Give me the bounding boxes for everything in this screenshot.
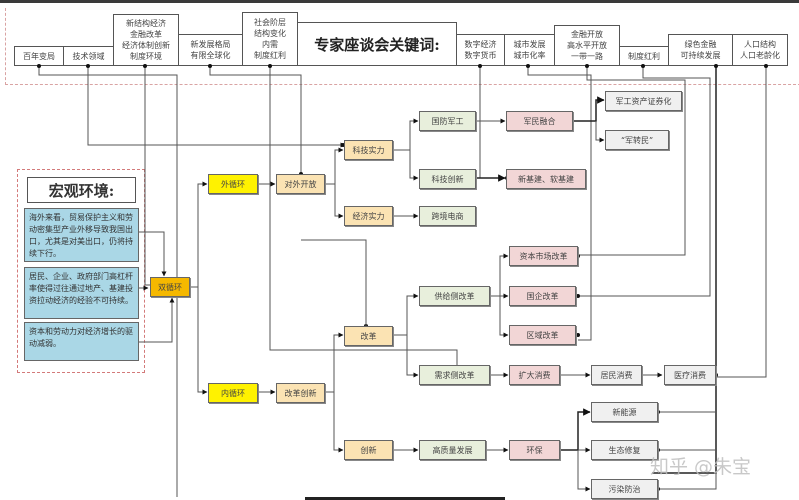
wire-macro-3	[139, 297, 175, 343]
node-chuangxin: 创新	[344, 440, 393, 460]
node-shengtai: 生态修复	[591, 440, 658, 460]
header-title: 专家座谈会关键词:	[297, 22, 457, 66]
node-huanbao: 环保	[509, 440, 560, 460]
node-jumin: 居民消费	[591, 365, 642, 385]
node-kuodaxiaofei: 扩大消费	[509, 365, 560, 385]
macro-item-leverage: 居民、企业、政府部门高杠杆率使得过往通过地产、基建投资拉动经济的经验不可持续。	[24, 267, 139, 319]
wire-ri-innov	[333, 392, 344, 453]
wire-env-split	[560, 408, 591, 451]
wire-renkou	[716, 66, 767, 378]
keyword-renkou: 人口结构 人口老龄化	[732, 34, 788, 66]
node-quyu: 区域改革	[509, 325, 576, 345]
wire-supply-split	[490, 253, 509, 297]
wire-cm-split	[573, 96, 605, 122]
node-gaige: 改革	[344, 326, 393, 346]
node-waixunhuan: 外循环	[208, 174, 258, 194]
node-xinnengyuan: 新能源	[591, 402, 658, 422]
node-zibenshichang: 资本市场改革	[509, 246, 578, 266]
wire-macro-1	[139, 231, 167, 277]
bottom-border	[305, 497, 505, 500]
keyword-region-border	[5, 8, 799, 85]
node-wuran: 污染防治	[591, 479, 658, 499]
wire-open-split	[325, 147, 344, 185]
node-gongjiice: 供给侧改革	[419, 286, 490, 306]
node-xuqiuce: 需求侧改革	[419, 365, 490, 385]
wire-reform-split	[393, 293, 419, 336]
macro-item-drivers: 资本和劳动力对经济增长的驱动减弱。	[24, 322, 139, 361]
wire-zhidu	[578, 66, 711, 297]
node-gaigechuangxin: 改革创新	[276, 383, 325, 403]
keyword-xinfazhan: 新发展格局 有限全球化	[178, 34, 243, 66]
junction-dots	[37, 64, 768, 491]
watermark: 知乎 @朱宝	[650, 456, 752, 478]
wire-supply-region	[499, 296, 509, 338]
wire-xinfazhan	[209, 66, 302, 174]
wire-reform-demand	[406, 335, 419, 378]
node-kejichuangxin: 科技创新	[419, 169, 476, 189]
macro-item-overseas: 海外来看，贸易保护主义和劳动密集型产业外移导致我国出口，尤其是对美出口，仍将持续…	[24, 208, 139, 262]
wire-jishu	[87, 66, 346, 148]
keyword-jinrong: 金融开放 高水平开放 一带一路	[554, 25, 620, 66]
node-guoqi: 国企改革	[509, 286, 576, 306]
wire-shuang-split	[190, 181, 208, 288]
wire-xinjiegou	[144, 66, 168, 286]
top-border	[0, 0, 799, 3]
wire-env-pollution	[577, 450, 591, 492]
wire-open-econ	[334, 184, 344, 219]
wire-to-reform	[301, 239, 367, 326]
wire-chengshi	[527, 66, 592, 341]
node-jingjishili: 经济实力	[344, 206, 393, 226]
wire-tech-split	[393, 118, 419, 151]
wire-tech-innov	[409, 150, 419, 181]
node-kejishili: 科技实力	[344, 140, 393, 160]
node-xinjijian: 新基建、软基建	[506, 169, 586, 189]
node-kuajingdianshang: 跨境电商	[419, 206, 476, 226]
wire-shehui	[269, 66, 458, 368]
macro-title: 宏观环境:	[27, 177, 136, 203]
wire-shuang-inner	[197, 287, 208, 395]
node-neixunhuan: 内循环	[208, 383, 258, 403]
node-shuangxunhuan: 双循环	[150, 277, 190, 297]
node-jungongzichan: 军工资产证券化	[605, 91, 682, 111]
wire-cm-jzm	[595, 121, 605, 143]
wire-ri-split	[325, 332, 344, 393]
node-duiwaikaifang: 对外开放	[276, 174, 325, 194]
wire-jinrong	[578, 66, 686, 256]
keyword-shuzi: 数字经济 数字货币	[456, 34, 505, 66]
node-yiliao: 医疗消费	[664, 365, 716, 385]
node-junzhuanmin: “军转民”	[605, 130, 669, 150]
node-gaozhiliang: 高质量发展	[419, 440, 486, 460]
node-junminronghe: 军民融合	[506, 111, 573, 131]
node-guofangjungong: 国防军工	[419, 111, 476, 131]
wire-pollution-out	[658, 473, 717, 490]
